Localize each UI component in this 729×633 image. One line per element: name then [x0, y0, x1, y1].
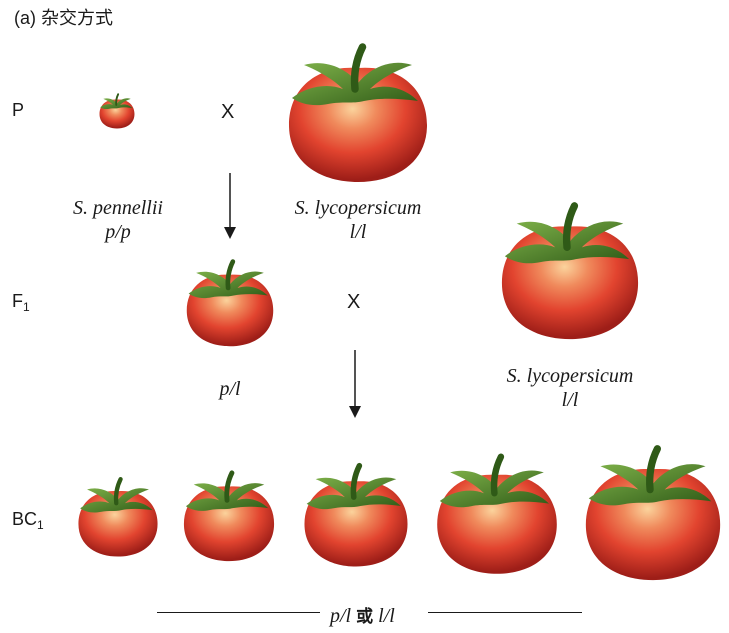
- tomato-f1: [186, 259, 274, 347]
- arrow-p-to-f1: [224, 173, 236, 239]
- bc1-genotype-b: l/l: [378, 605, 395, 627]
- tomato-shape: [585, 445, 721, 581]
- backcross-parent-genotype: l/l: [561, 389, 579, 411]
- tomato-bc1-2: [183, 470, 275, 562]
- tomato-shape: [289, 43, 427, 182]
- generation-label-bc1: BC1: [12, 509, 44, 532]
- parent-large-genotype: l/l: [349, 221, 367, 243]
- parent-small-species: S. pennellii: [73, 197, 163, 219]
- cross-symbol-parental: X: [221, 101, 235, 123]
- bottom-rule-right: [428, 612, 582, 613]
- parent-large-label: S. lycopersicum l/l: [278, 196, 438, 244]
- tomato-shape: [183, 470, 275, 562]
- bottom-rule-left: [157, 612, 320, 613]
- generation-label-f1: F1: [12, 291, 30, 314]
- bc1-genotype-a: p/l: [330, 605, 352, 627]
- tomato-shape: [99, 93, 135, 129]
- generation-bc1-sub: 1: [37, 518, 44, 532]
- backcross-parent-label: S. lycopersicum l/l: [490, 364, 650, 412]
- parent-large-species: S. lycopersicum: [294, 197, 422, 219]
- tomato-backcross-parent: [501, 202, 639, 340]
- tomato-bc1-3: [304, 462, 408, 567]
- backcross-parent-species: S. lycopersicum: [506, 365, 634, 387]
- f1-genotype: p/l: [219, 378, 241, 400]
- arrow-f1-to-bc1: [349, 350, 361, 418]
- tomato-shape: [78, 477, 158, 557]
- tomato-large-parent: [289, 43, 427, 182]
- panel-title: (a) 杂交方式: [14, 8, 113, 28]
- tomato-shape: [437, 453, 557, 574]
- generation-label-p: P: [12, 100, 24, 121]
- parent-small-label: S. pennellii p/p: [57, 196, 179, 244]
- tomato-bc1-4: [437, 453, 557, 574]
- bc1-genotype-connector: 或: [356, 607, 374, 627]
- tomato-shape: [501, 202, 639, 340]
- cross-symbol-backcross: X: [347, 291, 361, 313]
- generation-f1-text: F: [12, 291, 23, 311]
- generation-p-text: P: [12, 100, 25, 120]
- tomato-bc1-5: [585, 445, 721, 581]
- tomato-shape: [186, 259, 274, 347]
- generation-bc1-text: BC: [12, 509, 38, 529]
- parent-small-genotype: p/p: [105, 221, 131, 243]
- tomato-bc1-1: [78, 477, 158, 557]
- tomato-shape: [304, 462, 408, 567]
- bc1-genotype-label: p/l 或 l/l: [330, 602, 395, 628]
- generation-f1-sub: 1: [23, 300, 30, 314]
- tomato-small-parent: [99, 93, 135, 129]
